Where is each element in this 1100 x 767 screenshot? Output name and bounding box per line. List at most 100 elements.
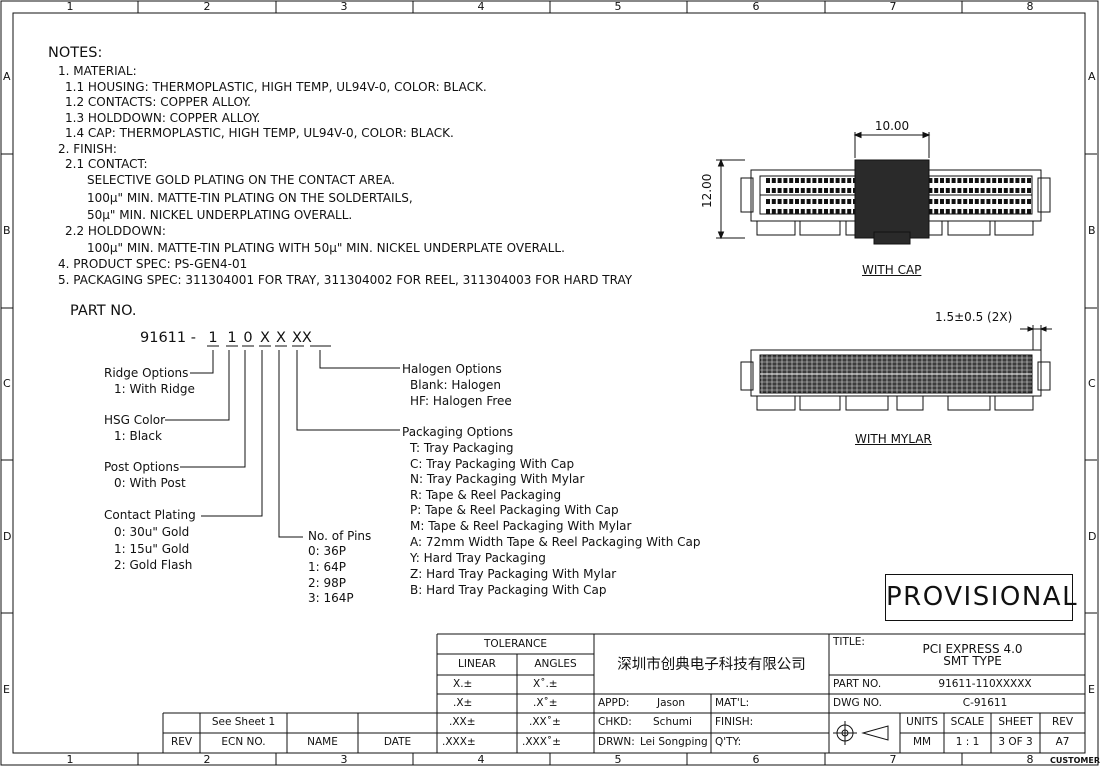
- tolerance-header: TOLERANCE: [483, 638, 548, 650]
- zone-col-label: 4: [477, 0, 485, 13]
- note-line: 1.4 CAP: THERMOPLASTIC, HIGH TEMP, UL94V…: [65, 126, 454, 140]
- contact-plating-title: Contact Plating: [104, 508, 196, 522]
- zone-col-label: 7: [889, 753, 897, 766]
- zone-col-label: 8: [1026, 753, 1034, 766]
- linear-header: LINEAR: [458, 658, 496, 670]
- zone-row-label: B: [3, 224, 11, 237]
- packaging-option: N: Tray Packaging With Mylar: [410, 472, 585, 486]
- packaging-option: M: Tape & Reel Packaging With Mylar: [410, 519, 632, 533]
- plating-option: 0: 30u" Gold: [114, 525, 190, 539]
- note-line: 100μ" MIN. MATTE-TIN PLATING WITH 50μ" M…: [87, 241, 565, 255]
- pins-option: 3: 164P: [308, 591, 354, 605]
- zone-col-label: 2: [203, 0, 211, 13]
- cap-shade: [854, 159, 930, 239]
- packaging-option: P: Tape & Reel Packaging With Cap: [410, 503, 619, 517]
- company-name: 深圳市创典电子科技有限公司: [617, 657, 806, 673]
- packaging-title: Packaging Options: [402, 425, 514, 439]
- zone-row-label: D: [1088, 530, 1097, 543]
- cap-view: [716, 131, 1051, 245]
- part-char: 0: [243, 330, 253, 346]
- tol-linear: .XXX±: [442, 736, 476, 748]
- ridge-options-title: Ridge Options: [104, 366, 189, 380]
- part-char: X: [260, 330, 270, 346]
- rev-col-header: REV: [170, 736, 193, 748]
- appd-value: Jason: [657, 697, 686, 709]
- zone-row-label: A: [3, 70, 11, 83]
- part-char: 1: [208, 330, 218, 346]
- notes-title: NOTES:: [48, 45, 103, 61]
- zone-col-label: 4: [477, 753, 485, 766]
- dim-width: 10.00: [874, 119, 910, 133]
- hsg-color-title: HSG Color: [104, 413, 166, 427]
- rev-label: REV: [1051, 716, 1074, 728]
- note-line: 4. PRODUCT SPEC: PS-GEN4-01: [58, 257, 248, 271]
- ridge-option: 1: With Ridge: [114, 382, 195, 396]
- units-value: MM: [912, 736, 932, 748]
- part-char: 1: [227, 330, 237, 346]
- note-line: 2.1 CONTACT:: [65, 157, 148, 171]
- pins-option: 2: 98P: [308, 576, 346, 590]
- date-col-header: DATE: [383, 736, 412, 748]
- title-block-lines: [162, 633, 1086, 753]
- rev-value: A7: [1055, 736, 1070, 748]
- part-char: XX: [292, 330, 312, 346]
- sheet-value: 3 OF 3: [998, 736, 1033, 748]
- zone-row-label: A: [1088, 70, 1096, 83]
- zone-row-label: C: [1088, 377, 1096, 390]
- drwn-label: DRWN:: [598, 736, 635, 748]
- title-line1: PCI EXPRESS 4.0: [922, 642, 1023, 656]
- appd-label: APPD:: [598, 697, 630, 709]
- mylar-view: [740, 325, 1052, 411]
- provisional-stamp: PROVISIONAL: [885, 574, 1077, 621]
- part-no-leaders: [165, 345, 400, 538]
- title-line2: SMT TYPE: [943, 654, 1002, 668]
- hsg-option: 1: Black: [114, 429, 162, 443]
- tol-linear: X.±: [453, 678, 473, 690]
- post-option: 0: With Post: [114, 476, 186, 490]
- packaging-option: Y: Hard Tray Packaging: [410, 551, 546, 565]
- zone-col-label: 3: [340, 753, 348, 766]
- note-line: 2.2 HOLDDOWN:: [65, 224, 166, 238]
- mylar-pad-row: [756, 395, 1034, 411]
- note-line: SELECTIVE GOLD PLATING ON THE CONTACT AR…: [87, 173, 395, 187]
- part-no-prefix: 91611 -: [140, 330, 196, 346]
- name-col-header: NAME: [307, 736, 338, 748]
- finish-label: FINISH:: [715, 716, 754, 728]
- zone-col-label: 1: [66, 0, 74, 13]
- dwgno-label: DWG NO.: [833, 697, 882, 709]
- note-line: 1. MATERIAL:: [58, 64, 137, 78]
- packaging-option: R: Tape & Reel Packaging: [410, 488, 562, 502]
- packaging-option: T: Tray Packaging: [410, 441, 514, 455]
- zone-row-label: B: [1088, 224, 1096, 237]
- plating-option: 2: Gold Flash: [114, 558, 193, 572]
- zone-row-label: D: [3, 530, 12, 543]
- zone-col-label: 6: [752, 0, 760, 13]
- packaging-option: C: Tray Packaging With Cap: [410, 457, 575, 471]
- drwn-value: Lei Songping: [640, 736, 708, 748]
- part-no-title: PART NO.: [70, 303, 137, 319]
- dwgno-value: C-91611: [962, 697, 1008, 709]
- partno-value: 91611-110XXXXX: [938, 678, 1032, 690]
- note-line: 1.1 HOUSING: THERMOPLASTIC, HIGH TEMP, U…: [65, 80, 487, 94]
- zone-col-label: 1: [66, 753, 74, 766]
- chkd-label: CHKD:: [598, 716, 632, 728]
- note-line: 1.3 HOLDDOWN: COPPER ALLOY.: [65, 111, 261, 125]
- title-label: TITLE:: [833, 636, 865, 648]
- tol-linear: .XX±: [449, 716, 476, 728]
- zone-row-label: C: [3, 377, 11, 390]
- angles-header: ANGLES: [534, 658, 577, 670]
- matl-label: MAT'L:: [715, 697, 750, 709]
- note-line: 50μ" MIN. NICKEL UNDERPLATING OVERALL.: [87, 208, 353, 222]
- sheet-label: SHEET: [998, 716, 1033, 728]
- post-options-title: Post Options: [104, 460, 180, 474]
- pins-option: 0: 36P: [308, 544, 346, 558]
- halogen-title: Halogen Options: [402, 362, 502, 376]
- partno-label: PART NO.: [833, 678, 882, 690]
- scale-value: 1 : 1: [955, 736, 980, 748]
- packaging-option: Z: Hard Tray Packaging With Mylar: [410, 567, 617, 581]
- zone-col-label: 7: [889, 0, 897, 13]
- customer-label: CUSTOMER: [1050, 756, 1100, 765]
- halogen-option: Blank: Halogen: [410, 378, 501, 392]
- chkd-value: Schumi: [653, 716, 692, 728]
